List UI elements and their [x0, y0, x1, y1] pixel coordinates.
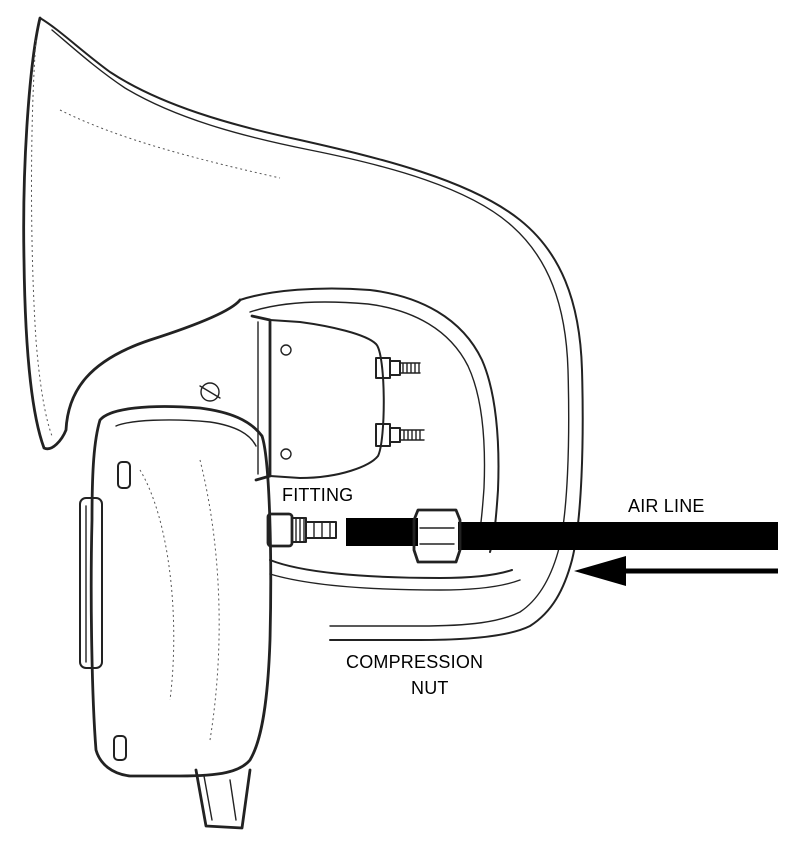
label-air-line: AIR LINE	[628, 496, 705, 516]
label-compression: COMPRESSION	[346, 652, 483, 672]
terminal-stud-upper	[375, 357, 421, 379]
diaphragm-cap	[250, 314, 385, 482]
arrow-left-icon	[574, 556, 778, 586]
horn-tube-inner	[239, 287, 521, 591]
compression-nut	[412, 508, 462, 564]
horn-housing	[79, 382, 273, 778]
air-line	[346, 518, 778, 550]
label-fitting: FITTING	[282, 485, 353, 505]
label-nut: NUT	[411, 678, 449, 698]
mounting-bracket	[194, 768, 252, 830]
horn-bell	[22, 16, 584, 641]
fitting	[266, 512, 337, 548]
terminal-stud-lower	[375, 423, 425, 447]
